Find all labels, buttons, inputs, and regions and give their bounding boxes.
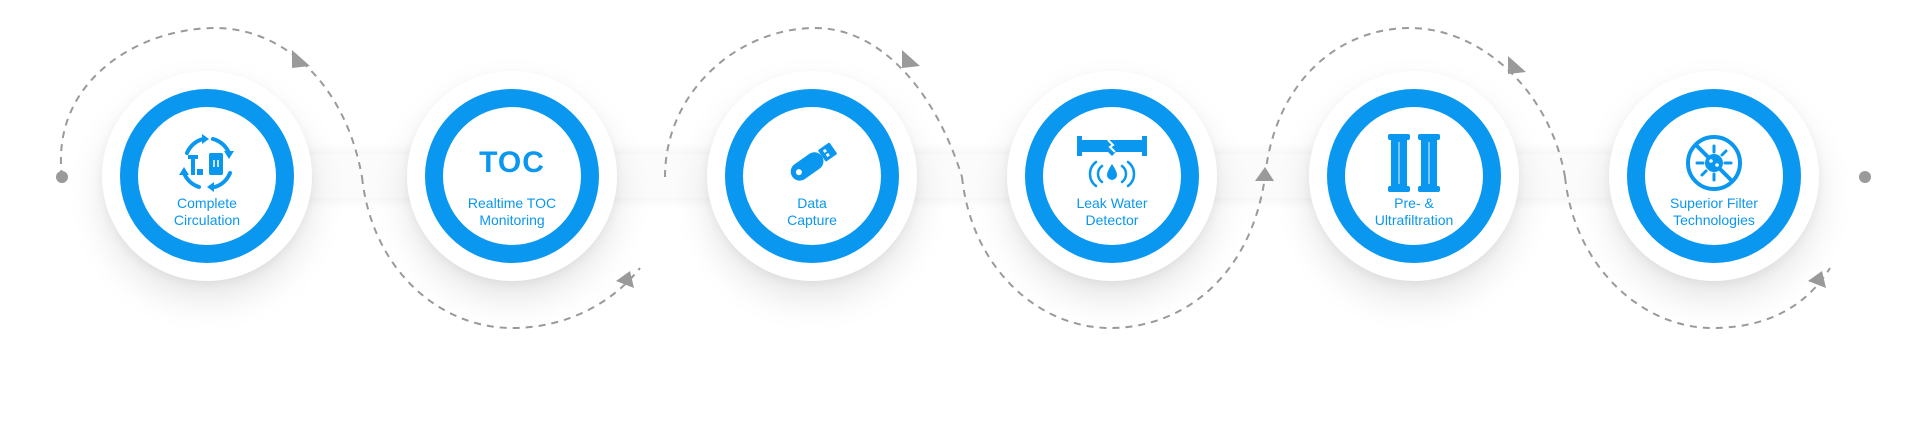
flow-arc-5 — [1264, 26, 1566, 178]
feature-ring: TOC Realtime TOC Monitoring — [425, 89, 599, 263]
flow-arc-2 — [361, 176, 641, 330]
leaking-pipe-icon — [1075, 132, 1149, 194]
feature-leak-water-detector: Leak Water Detector — [1007, 71, 1217, 281]
usb-stick-icon — [780, 131, 844, 195]
feature-pre-ultrafiltration: Pre- & Ultrafiltration — [1309, 71, 1519, 281]
feature-ring: Complete Circulation — [120, 89, 294, 263]
feature-label: Complete Circulation — [173, 195, 241, 228]
flow-arc-3 — [664, 26, 963, 178]
flow-arc-6 — [1564, 176, 1831, 330]
feature-superior-filter-technologies: Superior Filter Technologies — [1609, 71, 1819, 281]
feature-label: Pre- & Ultrafiltration — [1374, 195, 1454, 228]
flow-start-dot — [56, 171, 68, 183]
feature-ring: Leak Water Detector — [1025, 89, 1199, 263]
feature-data-capture: Data Capture — [707, 71, 917, 281]
feature-label: Realtime TOC Monitoring — [467, 195, 557, 228]
circulation-cycle-icon — [173, 129, 241, 197]
flow-arrowhead-2 — [616, 271, 634, 288]
flow-arc-4 — [961, 176, 1266, 330]
feature-ring: Pre- & Ultrafiltration — [1327, 89, 1501, 263]
feature-ring: Superior Filter Technologies — [1627, 89, 1801, 263]
flow-arrowhead-4 — [1255, 167, 1274, 181]
feature-label: Leak Water Detector — [1076, 195, 1148, 228]
flow-end-dot — [1859, 171, 1871, 183]
flow-arrowhead-1 — [292, 50, 310, 68]
feature-ring: Data Capture — [725, 89, 899, 263]
feature-realtime-toc-monitoring: TOC Realtime TOC Monitoring — [407, 71, 617, 281]
flow-arc-1 — [59, 26, 363, 178]
filter-blocked-germ-icon — [1683, 132, 1745, 194]
flow-arrowhead-3 — [902, 50, 920, 68]
flow-arrowhead-6 — [1808, 271, 1826, 288]
toc-text-icon: TOC — [479, 146, 545, 179]
filter-cartridges-icon — [1384, 132, 1444, 194]
feature-complete-circulation: Complete Circulation — [102, 71, 312, 281]
flow-arrowhead-5 — [1508, 56, 1526, 74]
feature-label: Data Capture — [787, 195, 837, 228]
feature-label: Superior Filter Technologies — [1670, 195, 1758, 228]
